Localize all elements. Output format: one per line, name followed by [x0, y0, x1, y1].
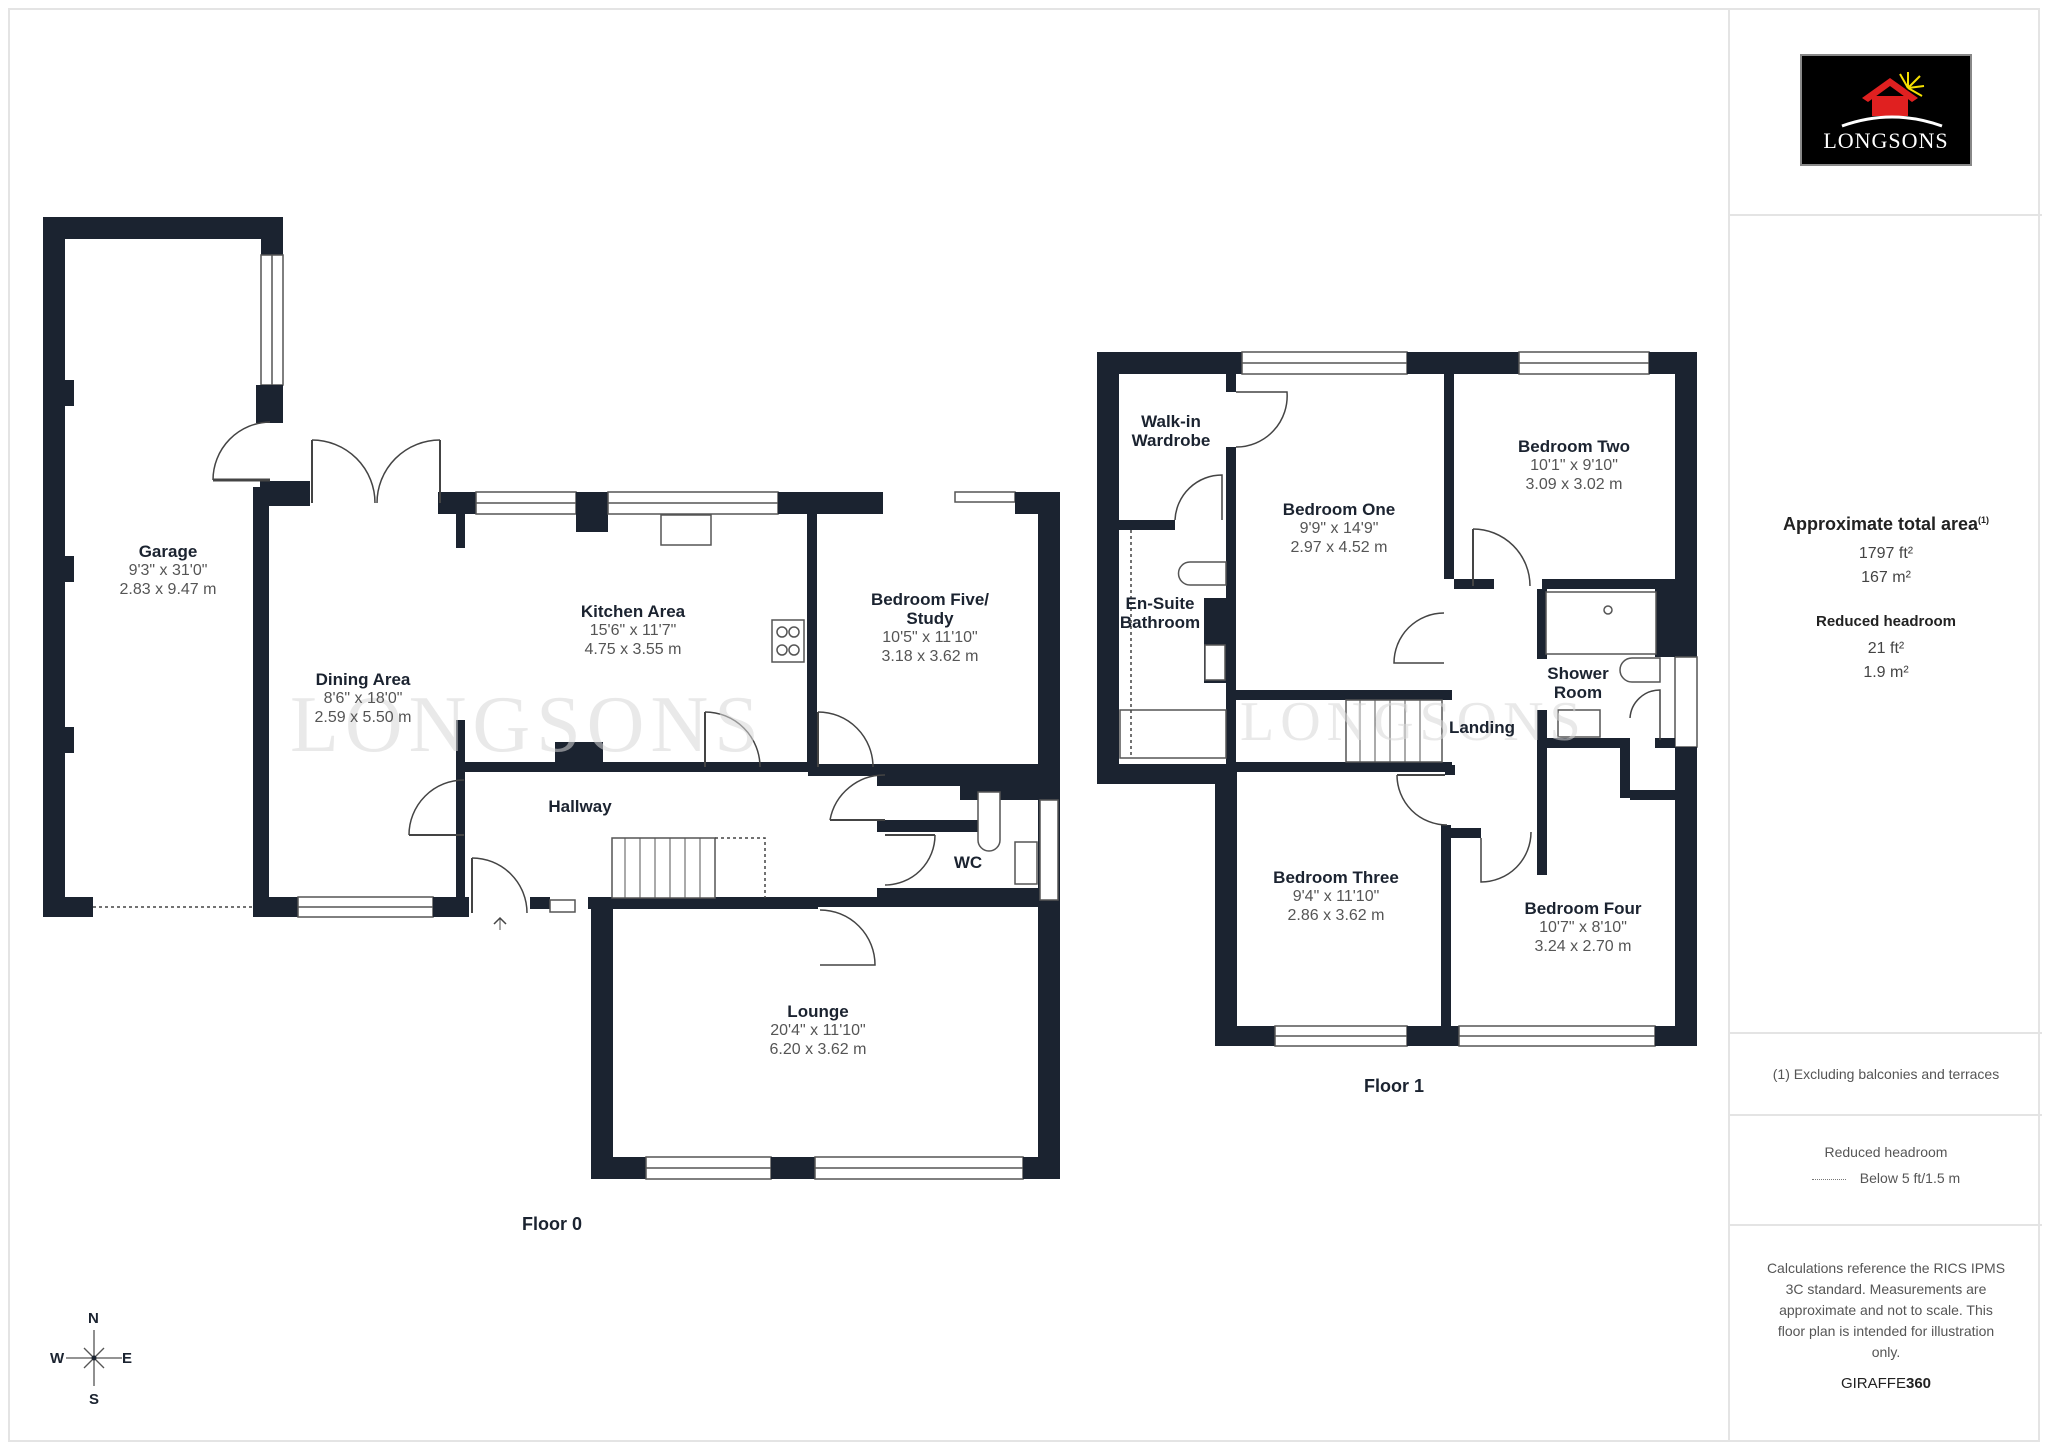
house-sun-icon [1841, 72, 1943, 128]
reduced-headroom-title: Reduced headroom [1815, 613, 1957, 630]
room-bedroom-two: Bedroom Two 10'1" x 9'10" 3.09 x 3.02 m [1518, 437, 1630, 494]
room-name: Bedroom One [1282, 500, 1396, 519]
area-title-text: Approximate total area [1782, 514, 1979, 534]
floor-plan-drawing [43, 217, 1698, 1180]
room-lounge: Lounge 20'4" x 11'10" 6.20 x 3.62 m [770, 1002, 867, 1059]
disclaimer-text: Calculations reference the RICS IPMS 3C … [1766, 1260, 2006, 1360]
legend-item-text: Below 5 ft/1.5 m [1859, 1170, 1961, 1186]
legend-section: Reduced headroom Below 5 ft/1.5 m [1730, 1114, 2042, 1226]
legend-item: Below 5 ft/1.5 m [1730, 1170, 2042, 1186]
compass-rose-icon: N S W E [50, 1310, 160, 1420]
area-ft2: 1797 ft² [1858, 545, 1914, 562]
logo-section: LONGSONS [1730, 8, 2042, 216]
room-dim-imperial: 9'3" x 31'0" [128, 562, 208, 579]
credit-a: GIRAFFE [1840, 1375, 1906, 1392]
room-dim-imperial: 20'4" x 11'10" [770, 1022, 866, 1039]
room-name-line2: Study [906, 609, 954, 628]
floor-plan-area: LONGSONS LONGSONS Garage 9'3" x 31'0" 2.… [43, 217, 1698, 1420]
room-name-line2: Wardrobe [1131, 431, 1211, 450]
room-dim-metric: 3.24 x 2.70 m [1534, 938, 1632, 955]
footnote-section: (1) Excluding balconies and terraces [1730, 1034, 2042, 1116]
compass-n: N [88, 1310, 99, 1327]
room-dim-imperial: 10'1" x 9'10" [1530, 457, 1618, 474]
room-dim-metric: 3.09 x 3.02 m [1525, 476, 1623, 493]
room-dim-imperial: 10'7" x 8'10" [1539, 919, 1627, 936]
room-dim-imperial: 10'5" x 11'10" [882, 629, 978, 646]
room-name: Dining Area [315, 670, 411, 689]
info-sidebar: LONGSONS Approximate total area(1) 1797 … [1728, 8, 2042, 1442]
legend-title: Reduced headroom [1824, 1144, 1948, 1160]
room-dim-metric: 2.97 x 4.52 m [1290, 539, 1388, 556]
floor-0-fixtures [493, 514, 1038, 930]
room-name: Walk-in [1141, 412, 1201, 431]
floor-1-doors [1174, 391, 1661, 883]
room-garage: Garage 9'3" x 31'0" 2.83 x 9.47 m [120, 542, 217, 599]
room-wc: WC [954, 853, 982, 872]
room-dim-metric: 3.18 x 3.62 m [881, 648, 979, 665]
room-bedroom-one: Bedroom One 9'9" x 14'9" 2.97 x 4.52 m [1283, 500, 1395, 557]
room-bedroom-three: Bedroom Three 9'4" x 11'10" 2.86 x 3.62 … [1273, 868, 1399, 925]
room-name: Bedroom Five/ [870, 590, 990, 609]
room-dining-area: Dining Area 8'6" x 18'0" 2.59 x 5.50 m [315, 670, 412, 727]
room-name: Garage [138, 542, 198, 561]
room-shower-room: Shower Room [1547, 664, 1608, 702]
room-dim-imperial: 8'6" x 18'0" [323, 690, 403, 707]
credit-b: 360 [1905, 1375, 1932, 1392]
dotted-line-icon [1811, 1178, 1846, 1180]
room-dim-imperial: 15'6" x 11'7" [589, 622, 677, 639]
room-name: Lounge [787, 1002, 849, 1021]
footnote-text: (1) Excluding balconies and terraces [1772, 1066, 2000, 1082]
logo-text: LONGSONS [1823, 128, 1949, 153]
area-title: Approximate total area(1) [1730, 514, 2042, 535]
room-dim-imperial: 9'4" x 11'10" [1292, 888, 1380, 905]
reduced-headroom-ft2: 21 ft² [1867, 640, 1905, 657]
room-dim-imperial: 9'9" x 14'9" [1299, 520, 1379, 537]
disclaimer-section: Calculations reference the RICS IPMS 3C … [1730, 1226, 2042, 1440]
floor-1-walls [1097, 351, 1698, 1047]
room-name: Landing [1448, 718, 1516, 737]
floor-0-walls [43, 217, 1060, 1180]
room-name: Shower [1547, 664, 1609, 683]
area-section: Approximate total area(1) 1797 ft² 167 m… [1730, 214, 2042, 1034]
page-frame [8, 8, 2040, 1442]
giraffe360-credit: GIRAFFE360 [1730, 1375, 2042, 1392]
floor-1-fixtures [1119, 530, 1661, 763]
room-name: En-Suite [1125, 594, 1195, 613]
floor-0-label: Floor 0 [521, 1214, 583, 1234]
room-name: Kitchen Area [580, 602, 686, 621]
room-kitchen-area: Kitchen Area 15'6" x 11'7" 4.75 x 3.55 m [581, 602, 685, 659]
room-bedroom-four: Bedroom Four 10'7" x 8'10" 3.24 x 2.70 m [1524, 899, 1641, 956]
compass-w: W [50, 1350, 65, 1367]
compass-e: E [122, 1350, 133, 1367]
room-walk-in-wardrobe: Walk-in Wardrobe [1132, 412, 1211, 450]
longsons-logo: LONGSONS [1800, 54, 1972, 166]
reduced-headroom-m2: 1.9 m² [1863, 664, 1909, 681]
compass-s: S [89, 1391, 100, 1408]
floor-0-doors [212, 421, 936, 966]
room-landing: Landing [1449, 718, 1515, 737]
room-dim-metric: 2.59 x 5.50 m [314, 709, 412, 726]
area-footnote-ref: (1) [1978, 515, 1990, 525]
room-bedroom-five-study: Bedroom Five/ Study 10'5" x 11'10" 3.18 … [871, 590, 989, 666]
room-dim-metric: 2.86 x 3.62 m [1287, 907, 1385, 924]
room-name: Bedroom Four [1524, 899, 1642, 918]
room-name: WC [953, 853, 983, 872]
room-name-line2: Bathroom [1119, 613, 1201, 632]
room-en-suite-bathroom: En-Suite Bathroom [1120, 594, 1200, 632]
room-hallway: Hallway [548, 797, 611, 816]
floor-1-label: Floor 1 [1363, 1076, 1425, 1096]
room-name-line2: Room [1553, 683, 1603, 702]
area-m2: 167 m² [1861, 569, 1911, 586]
room-name: Bedroom Three [1273, 868, 1399, 887]
room-name: Hallway [548, 797, 612, 816]
room-name: Bedroom Two [1517, 437, 1631, 456]
room-dim-metric: 2.83 x 9.47 m [119, 581, 217, 598]
room-dim-metric: 4.75 x 3.55 m [584, 641, 682, 658]
room-dim-metric: 6.20 x 3.62 m [769, 1041, 867, 1058]
